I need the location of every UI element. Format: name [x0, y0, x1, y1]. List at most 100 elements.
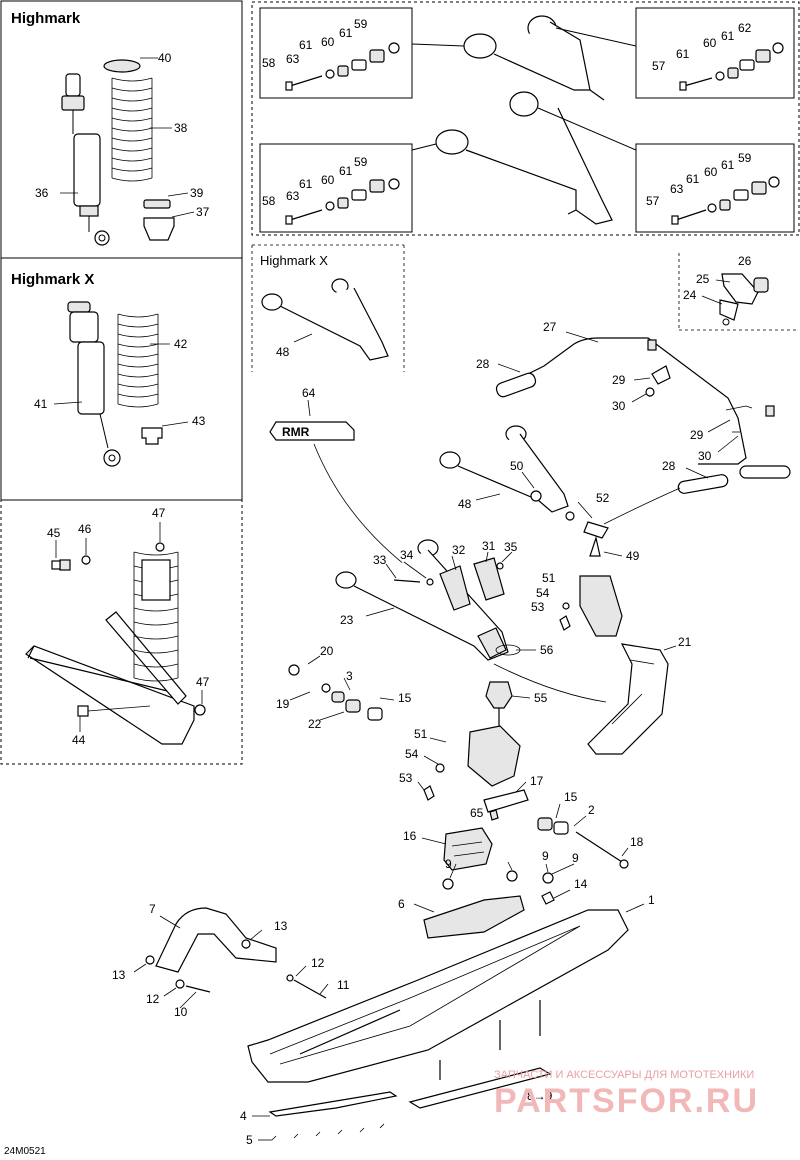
part-label-7: 7 [149, 902, 156, 916]
part-label-53: 53 [531, 600, 545, 614]
ski-assembly [247, 827, 629, 1109]
part-label-65: 65 [470, 806, 484, 820]
part-label-20: 20 [320, 644, 334, 658]
part-label-61e: 61 [299, 177, 313, 191]
panel-title-highmark-x: Highmark X [11, 271, 94, 288]
part-label-54b: 54 [405, 747, 419, 761]
part-label-61d: 61 [721, 29, 735, 43]
part-label-12: 12 [146, 992, 160, 1006]
part-label-9: 9 [445, 857, 452, 871]
part-label-42: 42 [174, 337, 188, 351]
part-label-25: 25 [696, 272, 710, 286]
highmark-shock-assembly [61, 59, 175, 246]
part-label-15: 15 [398, 691, 412, 705]
sway-bar-assembly [495, 273, 791, 494]
part-label-54: 54 [536, 586, 550, 600]
part-label-18: 18 [630, 835, 644, 849]
part-label-5: 5 [246, 1133, 253, 1147]
part-label-45: 45 [47, 526, 61, 540]
ski-spindle-pin [537, 817, 629, 869]
part-label-16: 16 [403, 829, 417, 843]
part-label-11: 11 [337, 978, 350, 992]
part-label-13: 13 [274, 919, 288, 933]
svg-text:RMR: RMR [282, 425, 310, 439]
part-label-1: 1 [648, 893, 655, 907]
lower-a-arm [335, 539, 521, 661]
highmark-x-upper-arm [261, 278, 389, 361]
part-label-63b: 63 [286, 189, 300, 203]
part-label-23: 23 [340, 613, 354, 627]
part-label-59: 59 [354, 17, 368, 31]
spindle-upper [559, 575, 623, 637]
part-label-57b: 57 [646, 194, 660, 208]
part-label-60: 60 [321, 35, 335, 49]
part-label-30: 30 [612, 399, 626, 413]
part-label-61g: 61 [686, 172, 700, 186]
part-label-35: 35 [504, 540, 518, 554]
part-label-28b: 28 [662, 459, 676, 473]
bushing-box-top-left [259, 7, 413, 99]
part-label-21: 21 [678, 635, 692, 649]
ski-bracket [587, 643, 669, 755]
spindle-lower [423, 725, 529, 821]
part-label-57: 57 [652, 59, 666, 73]
panel-title-highmark: Highmark [11, 10, 81, 27]
part-label-34: 34 [400, 548, 414, 562]
part-label-33: 33 [373, 553, 387, 567]
part-label-61: 61 [299, 38, 313, 52]
part-label-61f: 61 [339, 164, 353, 178]
part-label-28: 28 [476, 357, 490, 371]
part-label-17: 17 [530, 774, 544, 788]
part-label-29: 29 [612, 373, 626, 387]
part-label-62: 62 [738, 21, 752, 35]
part-label-12b: 12 [311, 956, 325, 970]
watermark-logo: PARTSFOR.RU [494, 1082, 759, 1120]
ski-handle [145, 907, 327, 999]
part-label-6: 6 [398, 897, 405, 911]
part-label-47: 47 [152, 506, 166, 520]
part-label-48b: 48 [458, 497, 472, 511]
part-label-41: 41 [34, 397, 48, 411]
part-label-26: 26 [738, 254, 752, 268]
part-label-14: 14 [574, 877, 588, 891]
part-label-63: 63 [286, 52, 300, 66]
part-label-15b: 15 [564, 790, 578, 804]
part-label-30b: 30 [698, 449, 712, 463]
part-label-55: 55 [534, 691, 548, 705]
part-label-3: 3 [346, 669, 353, 683]
part-label-52: 52 [596, 491, 610, 505]
highmark-x-lower-arm-assembly [25, 542, 206, 745]
part-label-61h: 61 [721, 158, 735, 172]
bushing-box-top-right [635, 7, 795, 99]
part-label-29b: 29 [690, 428, 704, 442]
part-label-2: 2 [588, 803, 595, 817]
upper-a-arm [439, 425, 609, 557]
part-label-9c: 9 [572, 851, 579, 865]
upper-a-arm-sketches [411, 15, 637, 225]
part-label-38: 38 [174, 121, 188, 135]
part-label-40: 40 [158, 51, 172, 65]
watermark-line-1: ЗАПЧАСТИ И АКСЕССУАРЫ ДЛЯ МОТОТЕХНИКИ [494, 1069, 754, 1081]
part-label-59b: 59 [354, 155, 368, 169]
part-label-13b: 13 [112, 968, 126, 982]
part-label-22: 22 [308, 717, 322, 731]
part-label-51b: 51 [414, 727, 428, 741]
part-label-48: 48 [276, 345, 290, 359]
panel-frames [0, 0, 800, 765]
ref-8-9: 8→9 [527, 1089, 553, 1103]
part-label-32: 32 [452, 543, 466, 557]
bushing-box-bottom-right [635, 143, 795, 233]
part-label-19: 19 [276, 697, 290, 711]
diagram-code: 24M0521 [4, 1146, 46, 1157]
part-label-44: 44 [72, 733, 86, 747]
part-label-36: 36 [35, 186, 49, 200]
panel-title-highmark-x-arm: Highmark X [260, 253, 328, 268]
part-label-60c: 60 [321, 173, 335, 187]
part-label-61b: 61 [339, 26, 353, 40]
part-label-39: 39 [190, 186, 204, 200]
part-label-63c: 63 [670, 182, 684, 196]
part-label-60b: 60 [703, 36, 717, 50]
highmark-x-shock-assembly [67, 301, 163, 467]
part-label-58b: 58 [262, 194, 276, 208]
